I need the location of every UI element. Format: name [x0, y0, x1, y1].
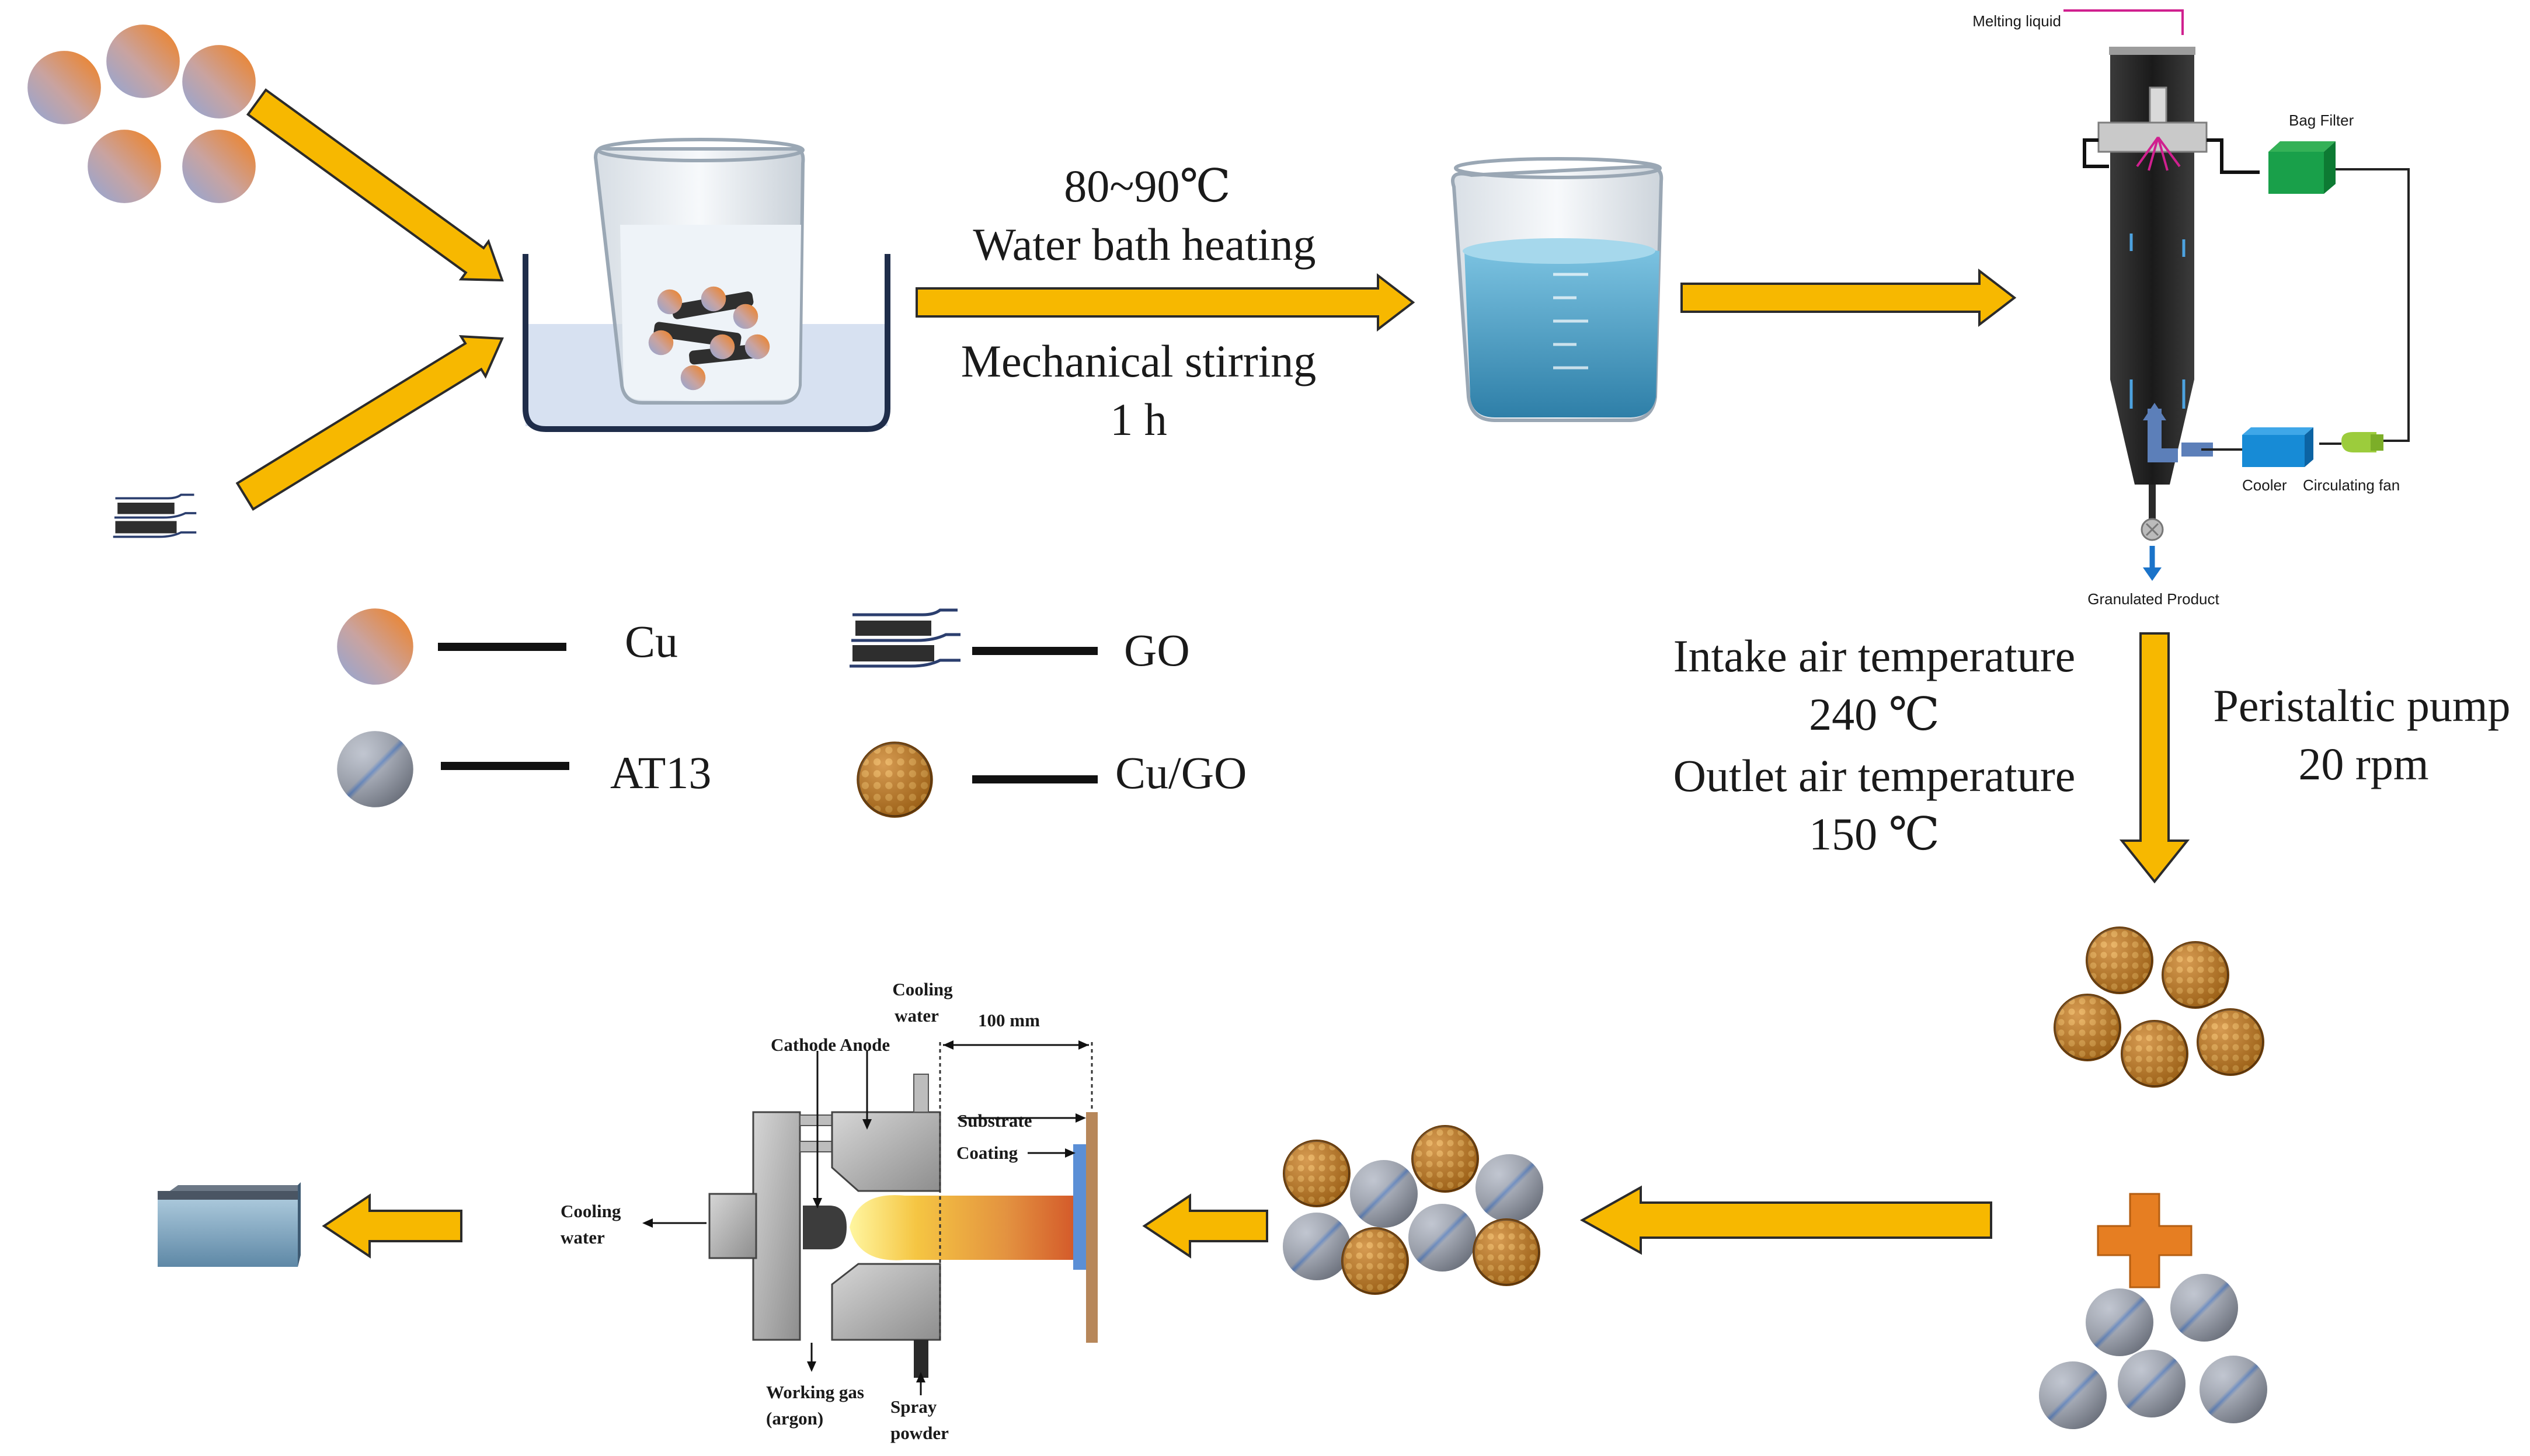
pump-label: Peristaltic pump: [2213, 680, 2510, 731]
cooling-water-top-label: Cooling: [892, 979, 953, 999]
arrow-go-to-bath: [235, 335, 504, 511]
legend-at13-icon: [337, 731, 413, 807]
stir-heating: Water bath heating: [973, 219, 1316, 270]
spray-dryer: Melting liquid Bag Filter Circulating fa…: [1972, 9, 2410, 608]
circulating-fan-label: Circulating fan: [2303, 476, 2400, 494]
raw-cu-particles: [27, 25, 256, 203]
granulated-product-label: Granulated Product: [2087, 590, 2219, 608]
cooling-water-top-label-2: water: [895, 1005, 939, 1026]
cu-particle: [701, 286, 726, 312]
plus-icon: [2097, 1193, 2193, 1288]
at13-particle: [2086, 1288, 2153, 1356]
legend-cu-icon: [337, 608, 413, 685]
cu-particle: [182, 130, 256, 203]
coating-label: Coating: [956, 1142, 1018, 1163]
cugo-granule: [2121, 1020, 2188, 1088]
cugo-granules: [2054, 926, 2264, 1088]
cugo-granule: [1283, 1140, 1351, 1207]
bag-filter: Bag Filter: [2268, 112, 2354, 194]
cu-particle: [680, 365, 706, 391]
drying-parameters: Intake air temperature 240 ℃ Outlet air …: [1673, 631, 2511, 859]
legend-go-icon: [850, 610, 961, 666]
water-bath: [523, 138, 890, 432]
circulating-fan: Circulating fan: [2303, 432, 2400, 494]
legend: Cu AT13 GO Cu/GO: [337, 608, 1247, 816]
stirring-conditions: 80~90℃ Water bath heating Mechanical sti…: [961, 161, 1317, 445]
at13-particle: [2200, 1356, 2267, 1423]
stir-temperature: 80~90℃: [1064, 161, 1230, 211]
substrate-label: Substrate: [958, 1110, 1032, 1131]
outlet-air-value: 150 ℃: [1809, 809, 1940, 859]
outlet-air-label: Outlet air temperature: [1673, 750, 2076, 801]
at13-particle: [1475, 1154, 1543, 1222]
cu-particle: [27, 51, 101, 124]
cu-particle: [709, 334, 735, 360]
arrow-cu-to-bath: [246, 88, 504, 282]
beaker-suspension: [1451, 157, 1664, 422]
stir-time: 1 h: [1110, 394, 1167, 445]
cathode-anode-label: Cathode Anode: [771, 1034, 890, 1055]
stir-mechanical: Mechanical stirring: [961, 336, 1317, 386]
at13-particle: [1350, 1160, 1418, 1228]
arrow-beaker-to-dryer: [1680, 268, 2017, 328]
cooling-water-left-label-2: water: [561, 1227, 605, 1248]
legend-cugo-icon: [858, 743, 932, 817]
legend-cu-label: Cu: [625, 616, 678, 667]
working-gas-label: Working gas: [766, 1382, 864, 1402]
legend-go-label: GO: [1124, 625, 1190, 675]
flow-arrows: [235, 88, 2190, 1259]
cu-particle: [657, 289, 683, 315]
cooling-water-left-label: Cooling: [561, 1201, 621, 1221]
at13-particle: [2118, 1350, 2186, 1417]
cooler-label: Cooler: [2242, 476, 2287, 494]
intake-air-value: 240 ℃: [1809, 689, 1940, 740]
cugo-granule: [2162, 941, 2229, 1009]
cugo-granule: [1341, 1227, 1409, 1295]
arrow-dryer-down: [2119, 632, 2190, 884]
cu-particle: [88, 130, 161, 203]
legend-cugo-label: Cu/GO: [1115, 747, 1247, 798]
working-gas-label-2: (argon): [766, 1408, 823, 1429]
cu-particle: [182, 45, 256, 119]
mixed-powder: [1283, 1125, 1543, 1295]
distance-label: 100 mm: [978, 1010, 1040, 1030]
plasma-spray-gun: Cooling water 100 mm Cathode Anode Subst…: [561, 979, 1098, 1443]
pump-value: 20 rpm: [2298, 739, 2428, 789]
raw-go-sheets: [113, 495, 197, 537]
cu-particle: [648, 330, 674, 356]
cu-particle: [744, 334, 770, 360]
arrow-to-mixed-powder: [1579, 1185, 1992, 1255]
arrow-to-plasma-gun: [1142, 1193, 1268, 1259]
cu-particle: [106, 25, 180, 98]
at13-particle: [1408, 1204, 1476, 1272]
coated-sample: [158, 1182, 301, 1267]
legend-at13-label: AT13: [610, 747, 711, 798]
spray-powder-label: Spray: [890, 1396, 937, 1417]
at13-particle: [1283, 1213, 1351, 1280]
cugo-granule: [2086, 926, 2153, 994]
cugo-granule: [1473, 1218, 1540, 1286]
cu-particle: [733, 304, 758, 329]
beaker-with-mixture: [593, 138, 805, 405]
cugo-granule: [2054, 994, 2121, 1061]
bag-filter-label: Bag Filter: [2289, 112, 2354, 129]
melting-liquid-label: Melting liquid: [1972, 12, 2061, 30]
cugo-granule: [1411, 1125, 1479, 1193]
cooler: Cooler: [2242, 427, 2313, 494]
cugo-granule: [2197, 1008, 2264, 1076]
arrow-to-sample: [322, 1193, 462, 1259]
at13-particle: [2039, 1361, 2107, 1429]
at13-particle: [2170, 1274, 2238, 1342]
spray-powder-label-2: powder: [890, 1423, 949, 1443]
arrow-bath-to-beaker: [916, 273, 1415, 332]
at13-particles: [2039, 1274, 2267, 1429]
intake-air-label: Intake air temperature: [1673, 631, 2076, 681]
